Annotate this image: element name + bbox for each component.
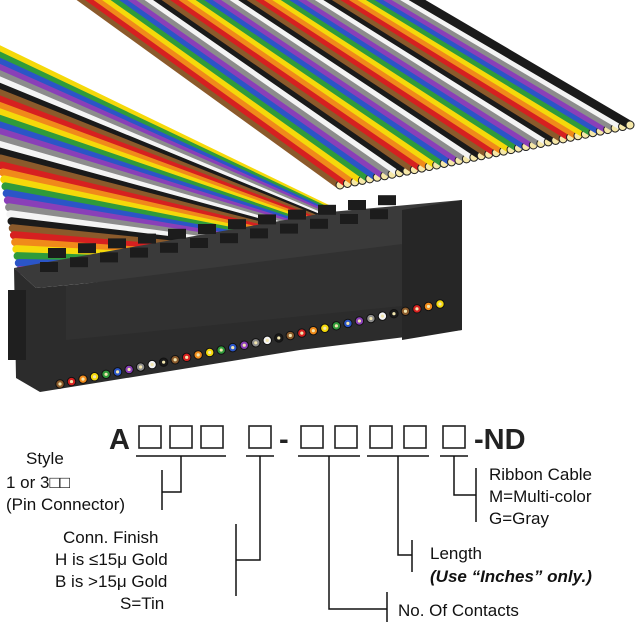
cable-box: [442, 425, 466, 449]
style-box-2: [169, 425, 193, 449]
style-option: 1 or 3□□: [6, 473, 70, 492]
upper-ribbon-cable: [76, 0, 635, 190]
finish-leader-line: [236, 456, 261, 561]
ribbon-cable-label: Ribbon Cable: [489, 465, 592, 484]
contacts-box-2: [334, 425, 358, 449]
length-note: (Use “Inches” only.): [430, 567, 592, 586]
contacts-label: No. Of Contacts: [398, 601, 519, 620]
style-leader-line: [162, 456, 182, 493]
length-leader-line: [397, 456, 412, 556]
finish-label: Conn. Finish: [63, 528, 158, 547]
length-box-1: [369, 425, 393, 449]
connector-contact-slots: [40, 195, 396, 272]
style-box-1: [138, 425, 162, 449]
wire-end-dots: [55, 299, 445, 389]
ribbon-option-g: G=Gray: [489, 509, 549, 528]
part-prefix: A: [109, 424, 130, 456]
style-box-3: [200, 425, 224, 449]
length-box-2: [403, 425, 427, 449]
finish-option-s: S=Tin: [120, 594, 164, 613]
style-label: Style: [26, 449, 64, 468]
length-label: Length: [430, 544, 482, 563]
ribbon-cable-assembly-photo: [0, 0, 635, 392]
part-dash: -: [279, 424, 289, 456]
ribbon-option-m: M=Multi-color: [489, 487, 592, 506]
part-suffix: -ND: [474, 424, 526, 456]
finish-option-h: H is ≤15μ Gold: [55, 550, 168, 569]
contacts-box-1: [300, 425, 324, 449]
idc-connector: [8, 195, 462, 392]
finish-box: [248, 425, 272, 449]
finish-option-b: B is >15μ Gold: [55, 572, 167, 591]
style-note: (Pin Connector): [6, 495, 125, 514]
ribbon-leader-line: [453, 456, 476, 496]
contacts-leader-line: [328, 456, 387, 610]
